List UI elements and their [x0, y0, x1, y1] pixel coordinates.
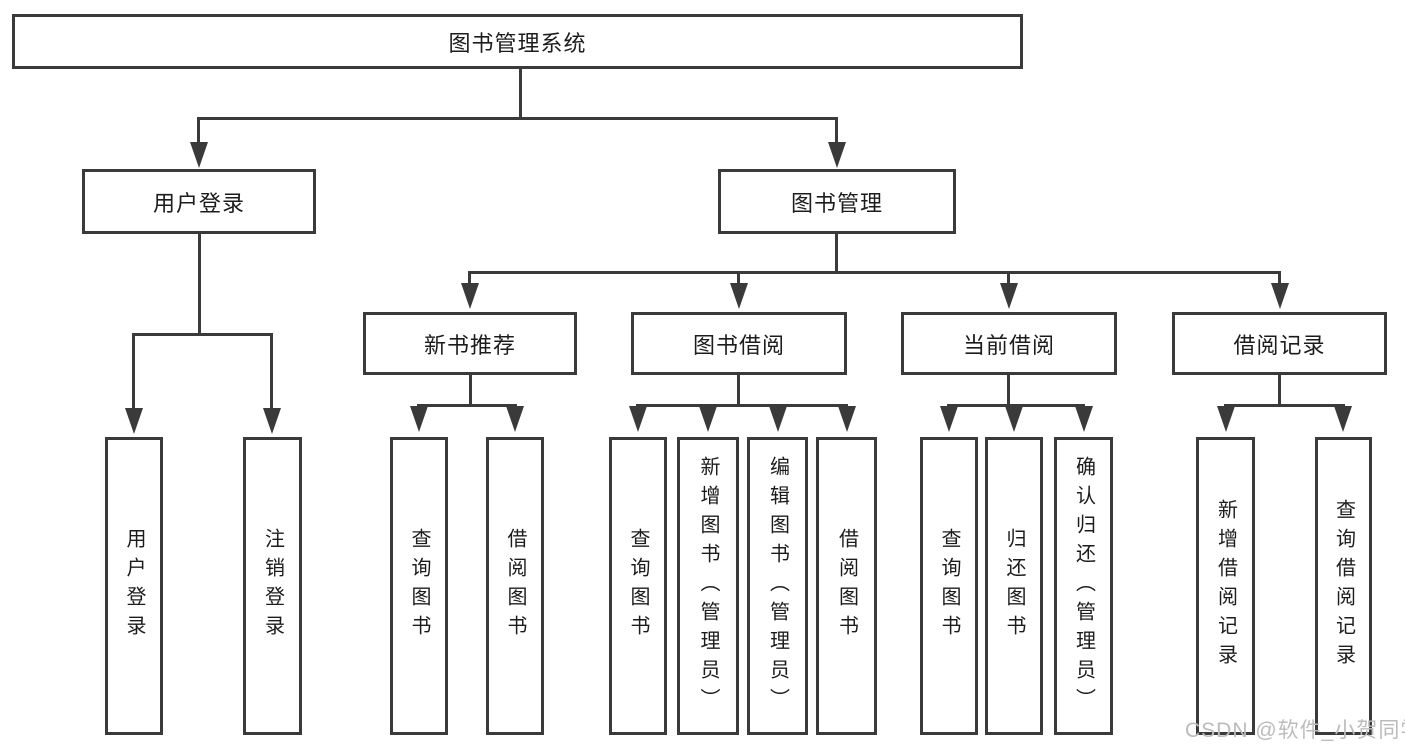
- connector-records-hline: [1224, 404, 1345, 407]
- leaf-confirm-return-admin: 确认归还（管理员）: [1054, 437, 1113, 735]
- leaf-label: 归还图书: [1003, 528, 1025, 644]
- arrowhead-down-icon: [1334, 406, 1352, 432]
- arrowhead-down-icon: [699, 406, 717, 432]
- leaf-query-books-recommend: 查询图书: [390, 437, 448, 735]
- arrowhead-down-icon: [1005, 406, 1023, 432]
- connector-userlogin-vline: [198, 234, 201, 335]
- connector-stem: [468, 271, 471, 284]
- leaf-label: 新增图书（管理员）: [697, 455, 719, 717]
- csdn-watermark: CSDN @软件_小贺同学: [1185, 719, 1405, 742]
- leaf-user-login: 用户登录: [105, 437, 163, 735]
- leaf-return-book: 归还图书: [985, 437, 1043, 735]
- leaf-add-book-admin: 新增图书（管理员）: [677, 437, 739, 735]
- connector-stem: [835, 117, 838, 144]
- arrowhead-down-icon: [1217, 406, 1235, 432]
- leaf-label: 查询图书: [938, 528, 960, 644]
- connector-stem: [197, 117, 200, 144]
- arrowhead-down-icon: [629, 406, 647, 432]
- node-new-book-recommendation: 新书推荐: [363, 312, 577, 375]
- node-user-login: 用户登录: [82, 169, 316, 234]
- node-label: 图书管理系统: [448, 30, 587, 56]
- connector-newbook-vline: [469, 375, 472, 406]
- arrowhead-down-icon: [461, 283, 479, 309]
- leaf-logout: 注销登录: [243, 437, 302, 735]
- leaf-label: 查询图书: [627, 528, 649, 644]
- connector-current-hline: [947, 404, 1085, 407]
- arrowhead-down-icon: [1000, 283, 1018, 309]
- arrowhead-down-icon: [190, 142, 208, 168]
- arrowhead-down-icon: [940, 406, 958, 432]
- arrowhead-down-icon: [125, 408, 143, 434]
- arrowhead-down-icon: [410, 406, 428, 432]
- arrowhead-down-icon: [506, 406, 524, 432]
- leaf-query-books-borrowing: 查询图书: [609, 437, 667, 735]
- arrowhead-down-icon: [1271, 283, 1289, 309]
- connector-root-vline: [519, 69, 522, 118]
- connector-borrow-hline: [636, 404, 848, 407]
- connector-root-hline: [197, 117, 838, 120]
- connector-userlogin-hline: [132, 333, 273, 336]
- connector-current-vline: [1007, 375, 1010, 406]
- leaf-label: 注销登录: [261, 528, 284, 644]
- leaf-label: 借阅图书: [835, 528, 858, 644]
- connector-bookmgmt-vline: [835, 234, 838, 274]
- leaf-label: 查询图书: [408, 528, 430, 644]
- arrowhead-down-icon: [263, 408, 281, 434]
- connector-bookmgmt-hline: [468, 271, 1281, 274]
- leaf-borrow-books-recommend: 借阅图书: [486, 437, 544, 735]
- node-label: 用户登录: [152, 190, 245, 216]
- leaf-edit-book-admin: 编辑图书（管理员）: [747, 437, 808, 735]
- node-book-management: 图书管理: [718, 169, 956, 234]
- node-library-management-system: 图书管理系统: [12, 14, 1023, 69]
- node-book-borrowing: 图书借阅: [631, 312, 847, 375]
- arrowhead-down-icon: [1075, 406, 1093, 432]
- connector-stem: [737, 271, 740, 284]
- leaf-label: 借阅图书: [504, 528, 526, 644]
- node-label: 新书推荐: [423, 332, 516, 358]
- leaf-label: 查询借阅记录: [1332, 499, 1355, 673]
- node-borrowing-records: 借阅记录: [1172, 312, 1387, 375]
- leaf-add-borrow-record: 新增借阅记录: [1196, 437, 1255, 735]
- connector-stem: [1278, 271, 1281, 284]
- arrowhead-down-icon: [769, 406, 787, 432]
- node-label: 当前借阅: [962, 332, 1055, 358]
- leaf-label: 编辑图书（管理员）: [766, 455, 789, 717]
- leaf-borrow-books-borrowing: 借阅图书: [816, 437, 877, 735]
- node-label: 图书管理: [790, 190, 883, 216]
- leaf-label: 用户登录: [123, 528, 145, 644]
- connector-borrow-vline: [737, 375, 740, 406]
- leaf-label: 新增借阅记录: [1214, 499, 1237, 673]
- connector-stem: [132, 333, 135, 409]
- connector-newbook-hline: [417, 404, 517, 407]
- node-label: 图书借阅: [692, 332, 785, 358]
- arrowhead-down-icon: [730, 283, 748, 309]
- arrowhead-down-icon: [828, 142, 846, 168]
- node-current-borrowing: 当前借阅: [901, 312, 1117, 375]
- leaf-query-borrow-record: 查询借阅记录: [1315, 437, 1372, 735]
- connector-stem: [270, 333, 273, 409]
- leaf-query-books-current: 查询图书: [920, 437, 978, 735]
- node-label: 借阅记录: [1233, 332, 1326, 358]
- arrowhead-down-icon: [838, 406, 856, 432]
- leaf-label: 确认归还（管理员）: [1072, 455, 1095, 717]
- connector-records-vline: [1278, 375, 1281, 406]
- connector-stem: [1007, 271, 1010, 284]
